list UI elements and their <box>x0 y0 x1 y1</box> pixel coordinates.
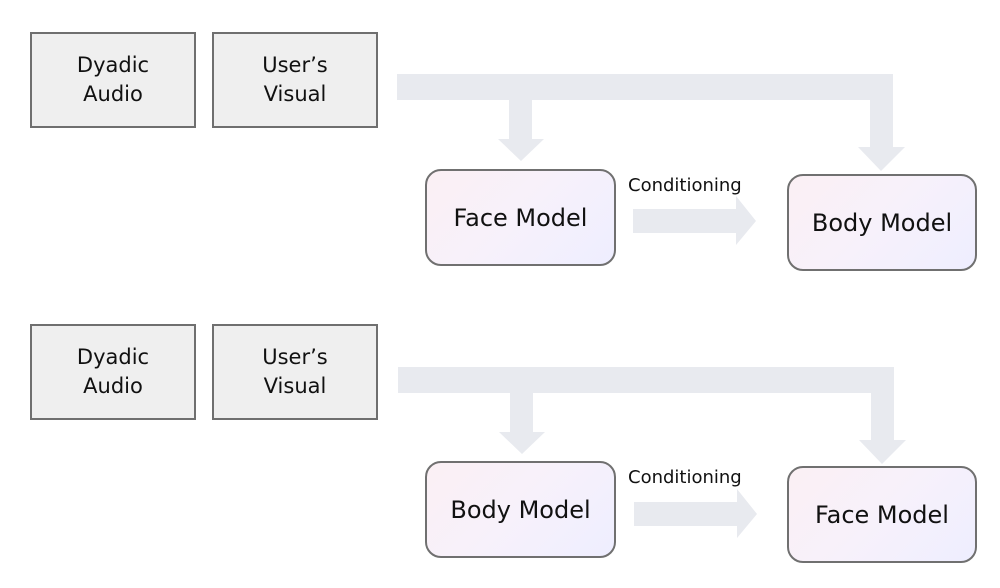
face-model-box: Face Model <box>787 466 977 563</box>
model-label: Body Model <box>811 208 953 237</box>
body-model-box: Body Model <box>787 174 977 271</box>
down-arrow-to-second-model <box>859 393 906 464</box>
model-label: Face Model <box>453 203 588 232</box>
users-visual-input-box: User’s Visual <box>212 324 378 420</box>
input-label-line2: Audio <box>83 82 143 106</box>
input-label-line2: Visual <box>263 374 327 398</box>
body-model-box: Body Model <box>425 461 616 558</box>
dyadic-audio-input-box: Dyadic Audio <box>30 324 196 420</box>
flow-arrows <box>397 74 905 245</box>
down-arrow-to-first-model <box>499 393 545 454</box>
conditioning-label: Conditioning <box>628 175 742 196</box>
face-model-box: Face Model <box>425 169 616 266</box>
down-arrow-to-second-model <box>858 100 905 171</box>
input-label-line1: Dyadic <box>76 53 150 77</box>
conditioning-arrow <box>633 196 756 245</box>
flow-arrows <box>398 367 906 538</box>
dyadic-audio-input-box: Dyadic Audio <box>30 32 196 128</box>
input-label-line2: Visual <box>263 82 327 106</box>
users-visual-input-box: User’s Visual <box>212 32 378 128</box>
input-label-line2: Audio <box>83 374 143 398</box>
down-arrow-to-first-model <box>498 100 544 161</box>
input-label-line1: Dyadic <box>76 345 150 369</box>
diagram-face-to-body: Dyadic Audio User’s Visual Face Model Co… <box>30 32 977 271</box>
conditioning-label: Conditioning <box>628 467 742 488</box>
model-label: Body Model <box>450 495 591 524</box>
conditioning-arrow <box>634 489 757 538</box>
model-label: Face Model <box>815 500 949 529</box>
input-feed-arrow-band <box>397 74 893 100</box>
input-feed-arrow-band <box>398 367 894 393</box>
input-label-line1: User’s <box>262 345 328 369</box>
diagram-body-to-face: Dyadic Audio User’s Visual Body Model Co… <box>0 292 1000 586</box>
input-label-line1: User’s <box>262 53 328 77</box>
